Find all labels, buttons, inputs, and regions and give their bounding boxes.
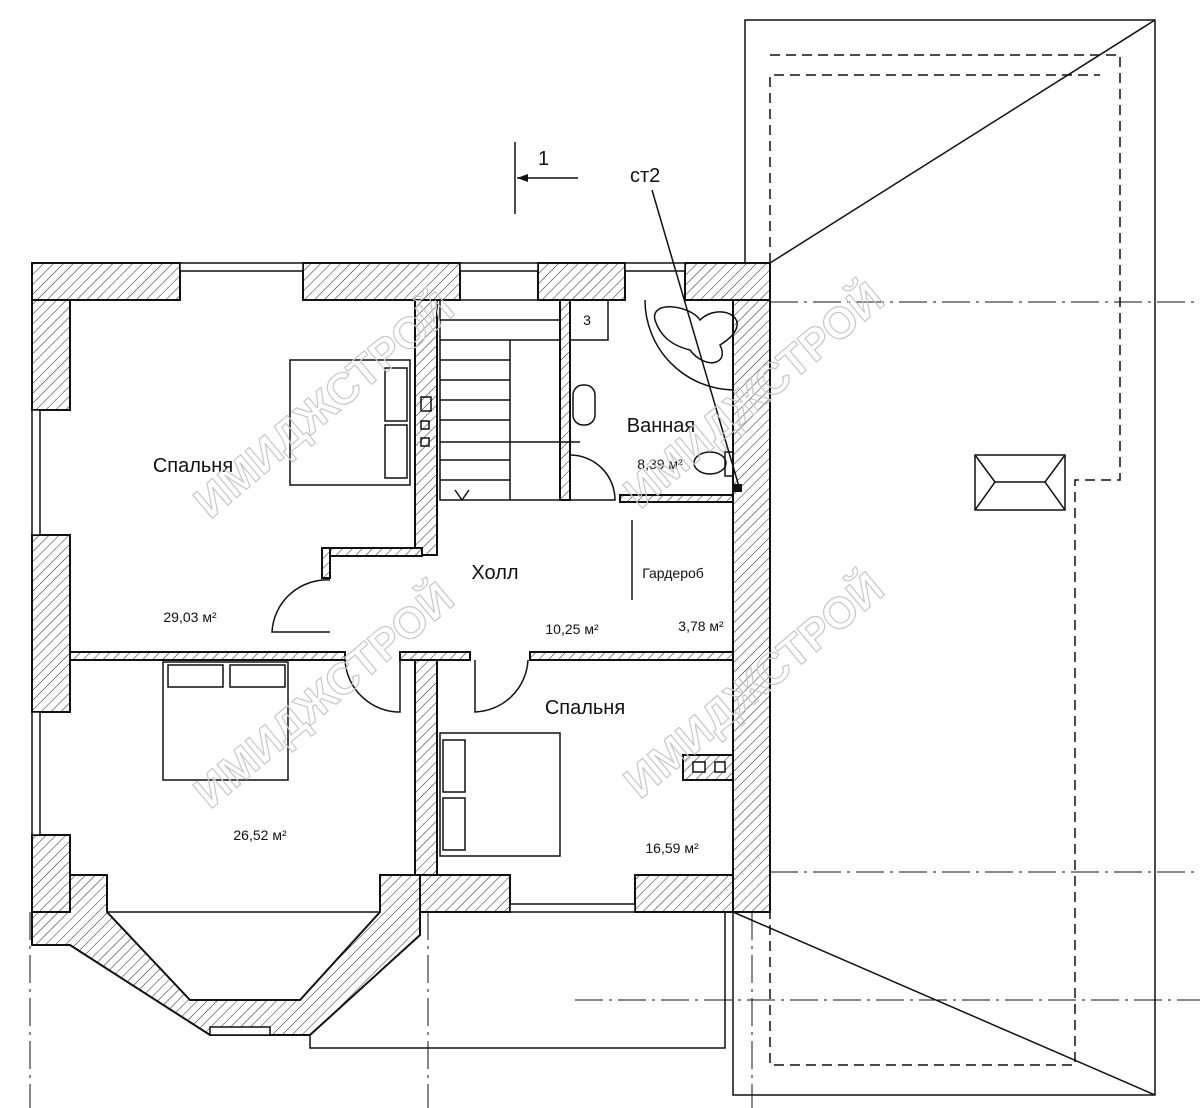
room-name: Гардероб (642, 565, 704, 581)
bed-icon (162, 661, 289, 781)
appliance-mark: 3 (583, 312, 591, 328)
room-name: Спальня (153, 455, 233, 477)
room-labels: Спальня 29,03 м² Холл 10,25 м² Ванная 8,… (153, 415, 724, 856)
room-name: Ванная (627, 415, 696, 437)
watermark: ИМИДЖСТРОЙ ИМИДЖСТРОЙ ИМИДЖСТРОЙ ИМИДЖСТ… (183, 271, 894, 818)
sink-icon (572, 384, 596, 426)
exterior-walls (31, 262, 771, 1036)
bed-icon (439, 732, 561, 857)
room-area: 3,78 м² (678, 618, 724, 634)
room-area: 10,25 м² (545, 621, 599, 637)
fireplace-icon (682, 754, 734, 781)
section-label: 1 (538, 148, 549, 170)
section-mark: 1 (514, 142, 578, 214)
washer-icon: 3 (569, 299, 609, 341)
windows (31, 262, 686, 1036)
chimney-icon (974, 454, 1066, 511)
riser-mark: ст2 (630, 165, 742, 492)
staircase (439, 299, 580, 502)
axis-lines (29, 301, 1200, 1108)
room-area: 8,39 м² (637, 456, 683, 472)
room-name: Спальня (545, 697, 625, 719)
riser-label: ст2 (630, 165, 660, 187)
room-area: 16,59 м² (645, 840, 699, 856)
room-area: 26,52 м² (233, 827, 287, 843)
vent-icon (420, 396, 432, 447)
room-area: 29,03 м² (163, 609, 217, 625)
room-name: Холл (471, 562, 518, 584)
doors (271, 454, 616, 713)
bed-icon (289, 359, 411, 486)
bathtub-icon (644, 299, 738, 391)
